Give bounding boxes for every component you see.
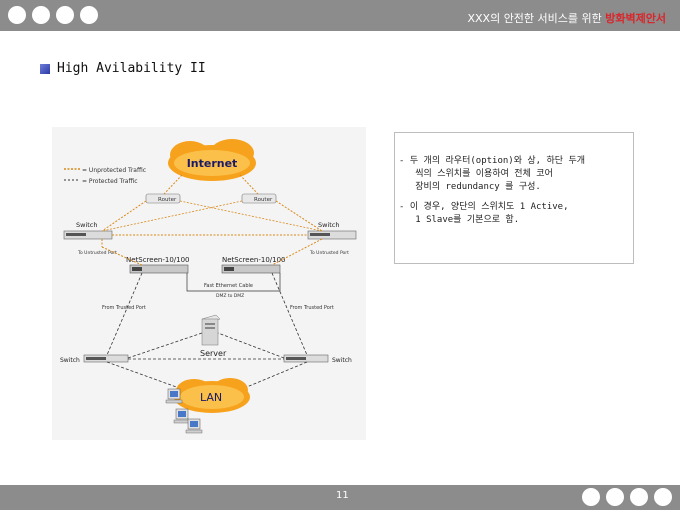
note-box: - 두 개의 라우터(option)와 상, 하단 두개 씩의 스위치를 이용하… [394,132,634,264]
server-icon [201,314,221,346]
header-dot-4 [80,6,98,24]
header-dot-1 [8,6,26,24]
netscreen-right-label: NetScreen-10/100 [222,256,286,264]
switch-bottom-right-icon [283,354,329,363]
switch-bottom-right-label: Switch [332,357,352,364]
internet-label: Internet [187,157,238,170]
note-text: - 두 개의 라우터(option)와 상, 하단 두개 씩의 스위치를 이용하… [399,155,627,194]
footer-bar: 11 [0,485,680,510]
switch-top-left-icon [63,230,113,240]
note-line-1: - 두 개의 라우터(option)와 상, 하단 두개 [399,156,586,166]
page-number: 11 [336,490,349,501]
footer-dot-4 [654,488,672,506]
header-dot-3 [56,6,74,24]
trusted-left-label: From Trusted Port [102,305,146,311]
router-left-icon [145,193,181,204]
workstation-icon [165,388,183,404]
router-right-icon [241,193,277,204]
router-right-label: Router [254,197,273,203]
header-title-accent: 방화벽제안서 [605,12,666,25]
netscreen-right-icon [221,264,281,274]
trusted-right-label: From Trusted Port [290,305,334,311]
switch-bottom-left-label: Switch [60,357,80,364]
network-diagram: Internet = Unprotected Traffic = Protect… [52,127,366,440]
header-title-prefix: XXX의 안전한 서비스를 위한 [467,12,606,25]
workstation-icon [185,418,203,434]
header-title: XXX의 안전한 서비스를 위한 방화벽제안서 [467,10,666,26]
legend-protected: = Protected Traffic [82,178,138,185]
switch-top-left-label: Switch [76,221,98,229]
switch-bottom-left-icon [83,354,129,363]
header-bar: XXX의 안전한 서비스를 위한 방화벽제안서 [0,0,680,31]
switch-top-right-icon [307,230,357,240]
router-left-label: Router [158,197,177,203]
server-label: Server [200,349,227,358]
dmz-label: DMZ to DMZ [216,293,244,299]
footer-dot-3 [630,488,648,506]
title-bullet-icon [40,64,50,74]
header-dot-2 [32,6,50,24]
note-text-2: - 이 경우, 양단의 스위치도 1 Active, 1 Slave를 기본으로… [399,201,627,227]
workstation-icon [173,408,191,424]
switch-top-right-label: Switch [318,221,340,229]
slide-title: High Avilability II [57,61,206,76]
netscreen-left-label: NetScreen-10/100 [126,256,190,264]
untrusted-right-label: To Untrusted Port [309,250,349,256]
note-line-2: 씩의 스위치를 이용하여 전체 코어 [399,169,553,179]
note-line-4: - 이 경우, 양단의 스위치도 1 Active, [399,202,569,212]
internet-cloud-icon [168,139,256,181]
legend-unprotected: = Unprotected Traffic [82,167,146,174]
footer-dot-1 [582,488,600,506]
fast-ethernet-label: Fast Ethernet Cable [204,283,253,289]
footer-dot-2 [606,488,624,506]
note-line-5: 1 Slave를 기본으로 함. [399,215,520,225]
lan-cloud-icon [174,378,250,413]
netscreen-left-icon [129,264,189,274]
untrusted-left-label: To Untrusted Port [77,250,117,256]
lan-label: LAN [200,391,222,404]
note-line-3: 장비의 redundancy 를 구성. [399,182,541,192]
